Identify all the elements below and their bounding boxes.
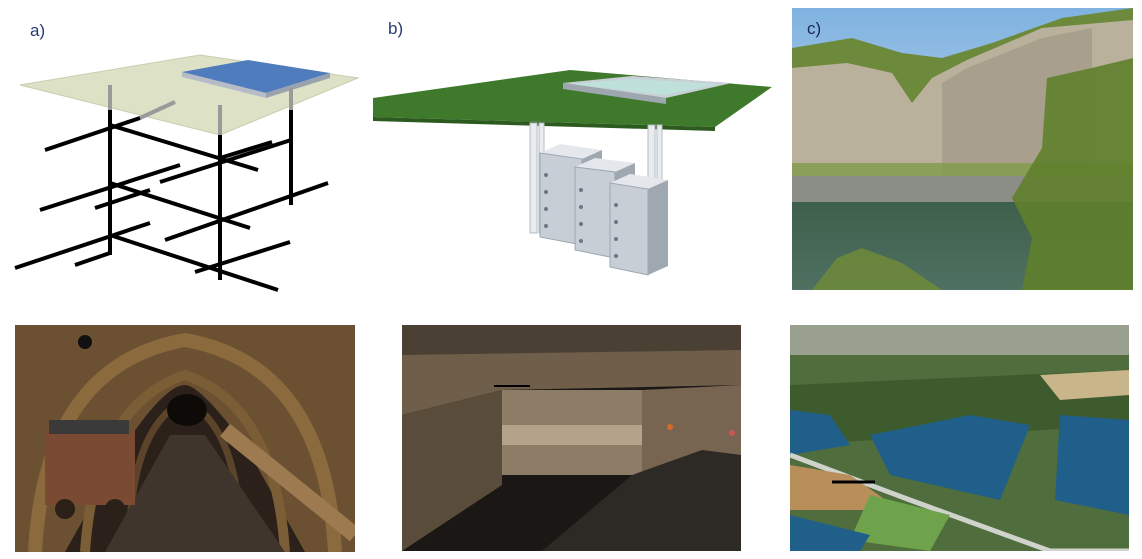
mine-cart xyxy=(45,430,135,505)
foreground-foliage xyxy=(1012,58,1133,290)
surface-reservoir-side xyxy=(563,83,666,104)
tunnels-level-1 xyxy=(44,116,292,184)
panel-a-mine-schematic: a) xyxy=(10,10,370,295)
lake-center xyxy=(870,415,1030,500)
panel-label-a: a) xyxy=(30,21,46,40)
panel-label-c: c) xyxy=(807,19,822,38)
ground-surface-plane xyxy=(19,54,360,136)
surface-reservoir-water xyxy=(573,79,720,95)
chamber-image xyxy=(402,325,741,551)
underground-tanks xyxy=(539,144,668,276)
quarry-lake-photo xyxy=(792,8,1133,290)
tunnel-top-grey xyxy=(139,100,176,120)
tunnels-level-2 xyxy=(39,163,329,242)
upper-reservoir xyxy=(182,60,330,93)
mine-network-diagram xyxy=(14,54,360,292)
left-wall xyxy=(402,390,502,551)
aerial-lakes-photo xyxy=(790,325,1129,551)
panel-label-b: b) xyxy=(388,19,404,38)
underground-chamber-photo xyxy=(402,325,741,551)
panel-c-quarry-photo: c) xyxy=(792,8,1133,290)
ground-plane xyxy=(373,70,772,127)
pipe xyxy=(219,423,355,542)
reservoir-side-right xyxy=(266,73,330,98)
panel-b-tank-schematic: b) xyxy=(370,10,780,295)
reservoir-side xyxy=(182,72,266,98)
lake-right xyxy=(1055,415,1129,515)
tunnels-level-3 xyxy=(14,221,291,292)
tunnel-floor xyxy=(105,435,285,552)
aerial-image xyxy=(790,325,1129,551)
tank-storage-diagram xyxy=(373,70,772,276)
lake-left xyxy=(790,410,850,455)
coal-pile xyxy=(542,450,741,551)
mine-tunnel-image xyxy=(15,325,355,552)
mine-tunnel-photo xyxy=(15,325,355,552)
